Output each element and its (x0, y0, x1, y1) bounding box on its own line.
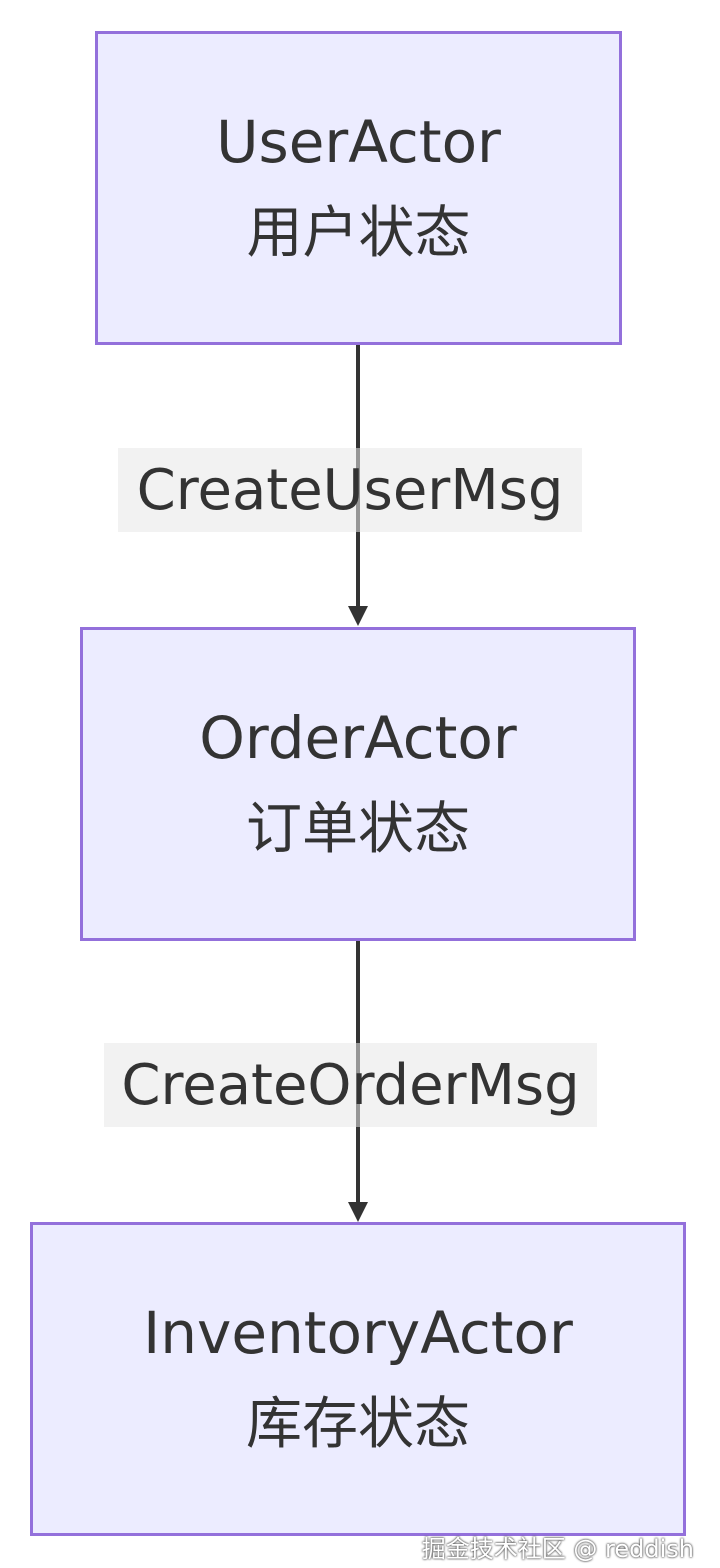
node-inventory-actor: InventoryActor 库存状态 (30, 1222, 686, 1536)
node-user-actor-subtitle: 用户状态 (246, 201, 471, 266)
node-inventory-actor-subtitle: 库存状态 (246, 1392, 470, 1457)
node-order-actor: OrderActor 订单状态 (80, 627, 636, 941)
node-order-actor-subtitle: 订单状态 (246, 797, 470, 862)
node-user-actor-title: UserActor (216, 108, 501, 176)
edge-label-create-user-msg: CreateUserMsg (118, 448, 582, 532)
node-order-actor-title: OrderActor (199, 704, 517, 772)
watermark: 掘金技术社区 @ reddish (421, 1535, 694, 1563)
edge-label-create-order-msg: CreateOrderMsg (104, 1043, 597, 1127)
node-user-actor: UserActor 用户状态 (95, 31, 622, 345)
node-inventory-actor-title: InventoryActor (143, 1299, 573, 1367)
